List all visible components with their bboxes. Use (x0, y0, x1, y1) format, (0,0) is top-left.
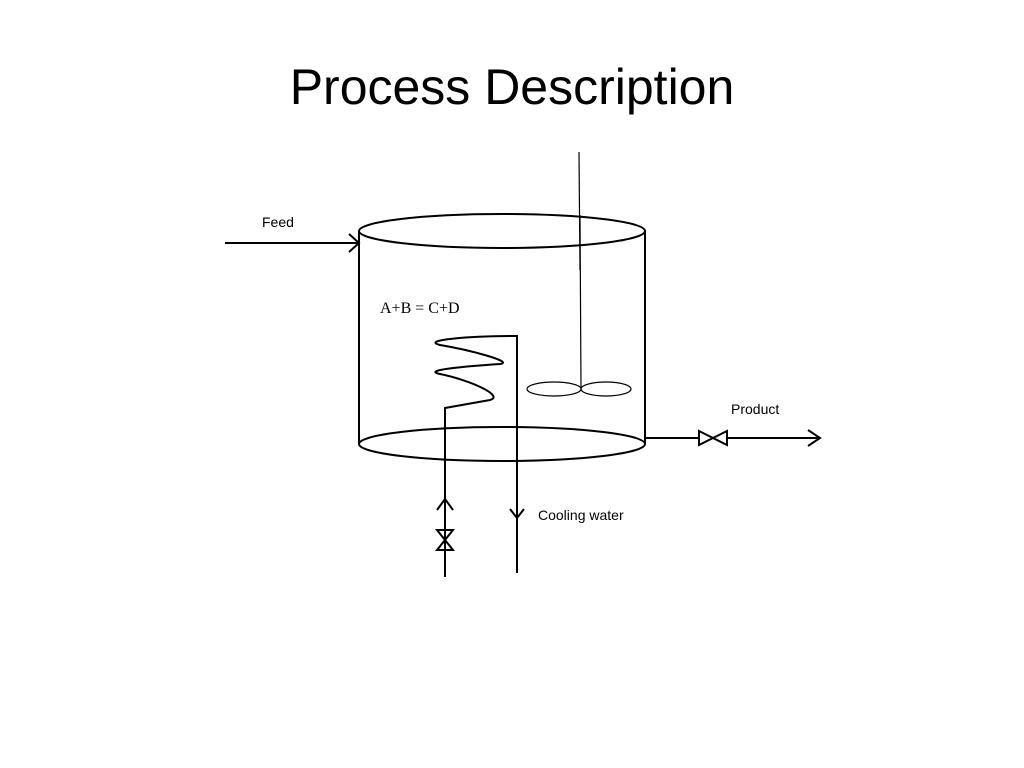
product-valve-icon (698, 429, 728, 447)
feed-label: Feed (262, 214, 294, 230)
feed-stream: Feed (225, 214, 361, 253)
cooling-coil (434, 334, 518, 577)
product-stream: Product (645, 401, 822, 447)
inlet-arrowhead (436, 497, 454, 511)
agitator-shaft-lower (579, 214, 582, 390)
cooling-water-outlet: Cooling water (509, 507, 624, 523)
product-label: Product (731, 401, 779, 417)
outlet-arrowhead (509, 508, 525, 520)
vessel-bottom (358, 426, 646, 462)
reaction-label: A+B = C+D (380, 300, 460, 317)
product-arrowhead (807, 429, 822, 447)
impeller-blade-left (526, 381, 582, 397)
slide-title: Process Description (289, 59, 735, 115)
cooling-water-label: Cooling water (538, 507, 624, 523)
vessel-top (358, 213, 646, 249)
cooling-water-inlet (434, 497, 456, 551)
reactor-vessel (358, 213, 646, 462)
coil-path (434, 334, 518, 577)
agitator (526, 151, 632, 397)
feed-arrowhead (348, 233, 361, 253)
impeller-blade-right (580, 381, 632, 397)
inlet-valve-icon (434, 529, 456, 551)
